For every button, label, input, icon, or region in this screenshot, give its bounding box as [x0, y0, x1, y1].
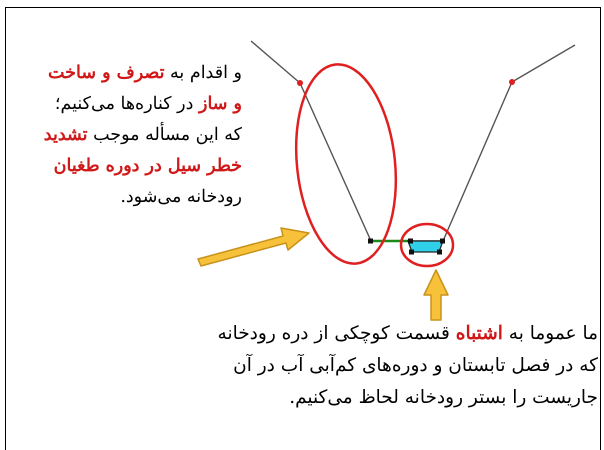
- channel-marker-4: [437, 249, 442, 255]
- arrow-to-channel: [423, 269, 449, 321]
- encroachment-line-2: و ساز در کناره‌ها می‌کنیم؛: [54, 94, 242, 114]
- channel-marker-2: [440, 238, 445, 244]
- channel-marker-3: [409, 249, 414, 255]
- mistake-paragraph: ما عموما به اشتباه قسمت کوچکی از دره رود…: [218, 318, 598, 414]
- encroachment-line-1: و اقدام به تصرف و ساخت: [48, 63, 242, 83]
- mistake-line-3: جاریست را بستر رودخانه لحاظ می‌کنیم.: [289, 387, 598, 408]
- encroachment-paragraph: و اقدام به تصرف و ساخت و ساز در کناره‌ها…: [44, 58, 242, 213]
- encroachment-line-4: خطر سیل در دوره طغیان: [53, 156, 242, 176]
- valley-rim-point-left: [297, 80, 303, 86]
- encroachment-line-5: رودخانه می‌شود.: [120, 187, 242, 207]
- mistake-line-2: که در فصل تابستان و دوره‌های کم‌آبی آب د…: [233, 355, 598, 376]
- valley-profile-line: [250, 40, 576, 242]
- bank-marker-left: [368, 238, 373, 244]
- floodplain-ellipse: [294, 63, 398, 265]
- channel-marker-1: [408, 238, 413, 244]
- mistake-line-1: ما عموما به اشتباه قسمت کوچکی از دره رود…: [217, 323, 598, 344]
- encroachment-line-3: که این مسأله موجب تشدید: [43, 125, 242, 145]
- valley-rim-point-right: [509, 79, 515, 85]
- slide-frame: [5, 7, 601, 450]
- arrow-to-floodplain: [197, 227, 310, 267]
- channel-ellipse: [399, 222, 455, 268]
